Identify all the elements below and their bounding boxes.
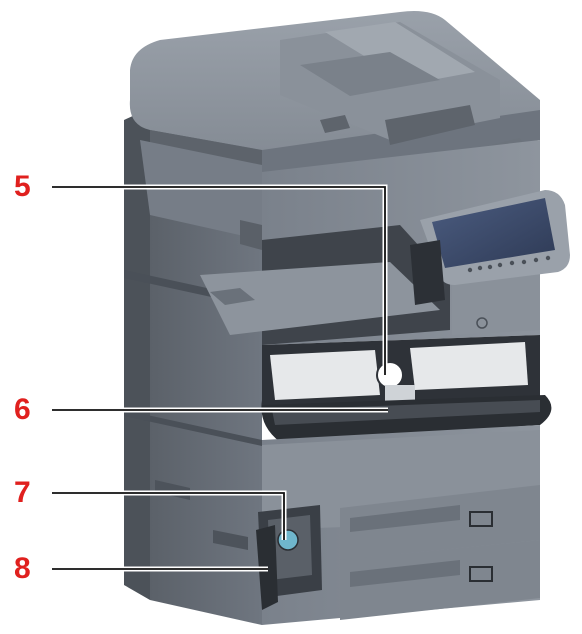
paper-cassette-1 [340,485,540,560]
waste-toner-box [256,505,322,610]
paper-cassette-2 [340,540,540,620]
panel-buttons [467,255,551,273]
leader-lines-core [52,186,388,570]
callout-5: 5 [14,170,31,203]
operation-panel [410,190,570,305]
callout-8: 8 [14,552,31,585]
left-side-body [124,108,262,625]
callout-7: 7 [14,476,31,509]
front-cover-open [261,395,552,442]
callout-6: 6 [14,393,31,426]
